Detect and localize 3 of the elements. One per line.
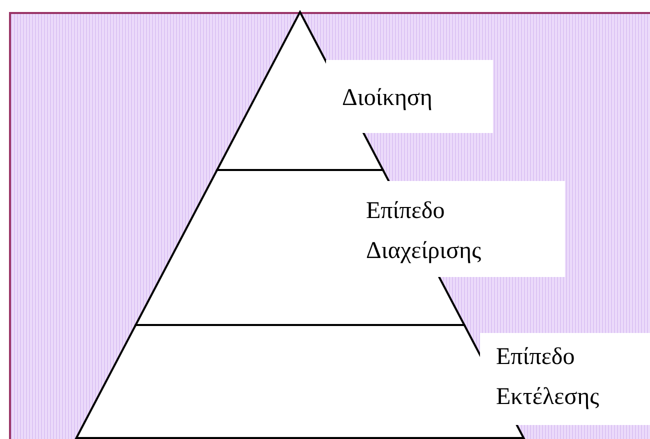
tier-label: Επίπεδο Διαχείρισης: [366, 197, 482, 266]
tier-label: Επίπεδο Εκτέλεσης: [496, 343, 600, 412]
tier-label: Διοίκηση: [342, 84, 434, 113]
